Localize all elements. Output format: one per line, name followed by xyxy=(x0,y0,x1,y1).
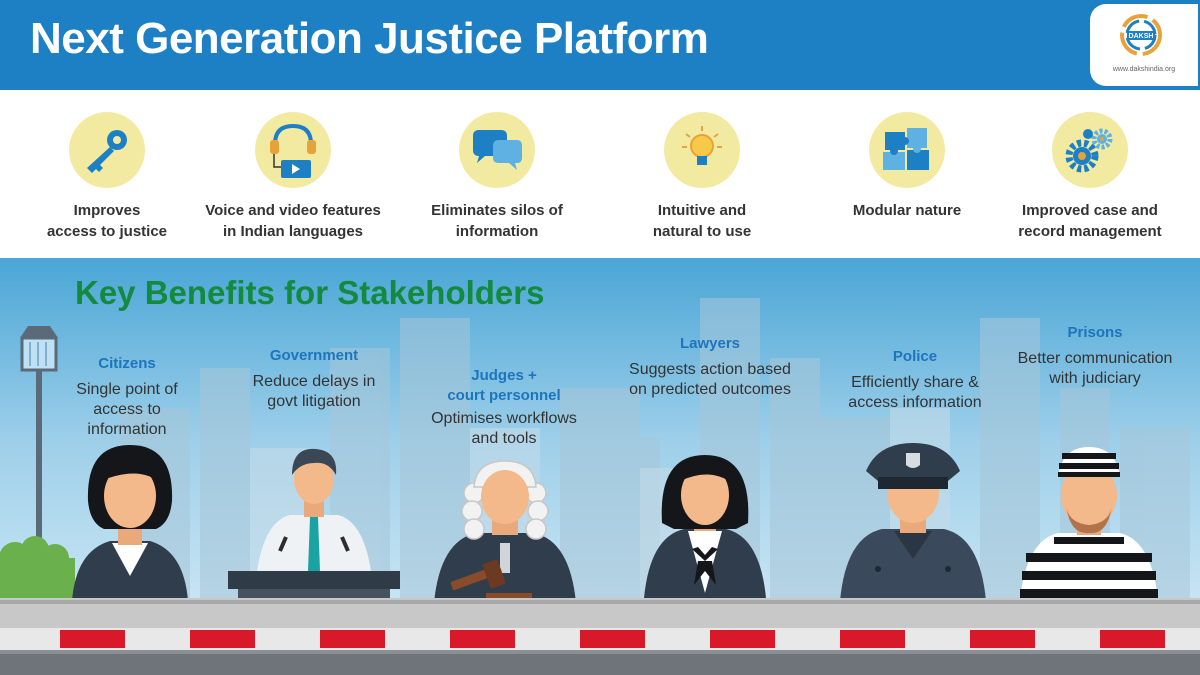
page-title: Next Generation Justice Platform xyxy=(30,14,709,63)
stakeholder-prisons: Prisons Better communication with judici… xyxy=(995,323,1195,389)
lightbulb-icon xyxy=(682,126,722,165)
feature-silos: Eliminates silos of information xyxy=(397,112,597,242)
stakeholders-scene: Key Benefits for Stakeholders Citizens S… xyxy=(0,258,1200,675)
street-lamp xyxy=(20,326,58,603)
feature-icon-circle xyxy=(459,112,535,188)
feature-access: Improves access to justice xyxy=(7,112,207,242)
section-title: Key Benefits for Stakeholders xyxy=(75,274,545,311)
stakeholder-name: Police xyxy=(892,348,938,365)
stakeholder-name: Prisons xyxy=(1067,324,1123,341)
stakeholder-name: Lawyers xyxy=(679,335,741,352)
feature-label: Modular nature xyxy=(852,202,962,219)
feature-label: Improves access to justice xyxy=(46,202,168,240)
feature-icon-circle xyxy=(664,112,740,188)
header-banner: Next Generation Justice Platform DAKSH w… xyxy=(0,0,1200,90)
stakeholder-description: Optimises workflows and tools xyxy=(431,410,577,447)
daksh-emblem-icon: DAKSH xyxy=(1120,14,1162,56)
stakeholder-description: Suggests action based on predicted outco… xyxy=(629,361,791,398)
feature-label: Intuitive and natural to use xyxy=(652,202,752,240)
stakeholder-name: Citizens xyxy=(98,355,156,372)
feature-label: Eliminates silos of information xyxy=(431,202,563,240)
feature-label: Improved case and record management xyxy=(1018,202,1162,240)
logo-name: DAKSH xyxy=(1129,33,1154,40)
prisoner-figure xyxy=(1020,447,1158,600)
police-figure xyxy=(840,443,986,601)
key-icon xyxy=(87,130,127,173)
stakeholder-description: Reduce delays in govt litigation xyxy=(252,373,376,410)
feature-icon-circle xyxy=(1052,112,1128,188)
headphones-video-icon xyxy=(270,123,316,178)
judge-figure xyxy=(434,460,576,603)
logo-url: www.dakshindia.org xyxy=(1112,66,1176,73)
feature-icon-circle xyxy=(255,112,331,188)
feature-modular: Modular nature xyxy=(807,112,1007,221)
feature-icon-circle xyxy=(869,112,945,188)
stakeholder-citizens: Citizens Single point of access to infor… xyxy=(27,354,227,440)
stakeholder-lawyers: Lawyers Suggests action based on predict… xyxy=(610,334,810,400)
bushes xyxy=(0,536,75,600)
feature-intuitive: Intuitive and natural to use xyxy=(602,112,802,242)
feature-label: Voice and video features in Indian langu… xyxy=(205,202,381,240)
feature-voice-video: Voice and video features in Indian langu… xyxy=(193,112,393,242)
police-badge-icon xyxy=(906,453,920,468)
stakeholder-description: Better communication with judiciary xyxy=(1017,350,1173,387)
puzzle-icon xyxy=(883,128,929,170)
chat-bubbles-icon xyxy=(473,130,522,170)
lawyer-figure xyxy=(644,455,766,598)
stakeholder-government: Government Reduce delays in govt litigat… xyxy=(214,346,414,412)
stakeholder-judges: Judges + court personnel Optimises workf… xyxy=(404,366,604,449)
government-figure xyxy=(228,448,400,601)
feature-case-management: Improved case and record management xyxy=(990,112,1190,242)
stakeholder-name: Government xyxy=(269,347,359,364)
gavel-icon xyxy=(450,559,532,601)
stakeholder-police: Police Efficiently share & access inform… xyxy=(815,347,1015,413)
stakeholder-description: Efficiently share & access information xyxy=(848,374,982,411)
feature-icon-circle xyxy=(69,112,145,188)
citizen-figure xyxy=(72,445,188,601)
features-row: Improves access to justice Voice and vid… xyxy=(0,90,1200,258)
daksh-logo[interactable]: DAKSH www.dakshindia.org xyxy=(1090,4,1198,86)
gears-icon xyxy=(1065,128,1113,173)
stakeholder-name: Judges + court personnel xyxy=(447,367,561,404)
stakeholder-description: Single point of access to information xyxy=(76,381,178,438)
road xyxy=(0,598,1200,675)
